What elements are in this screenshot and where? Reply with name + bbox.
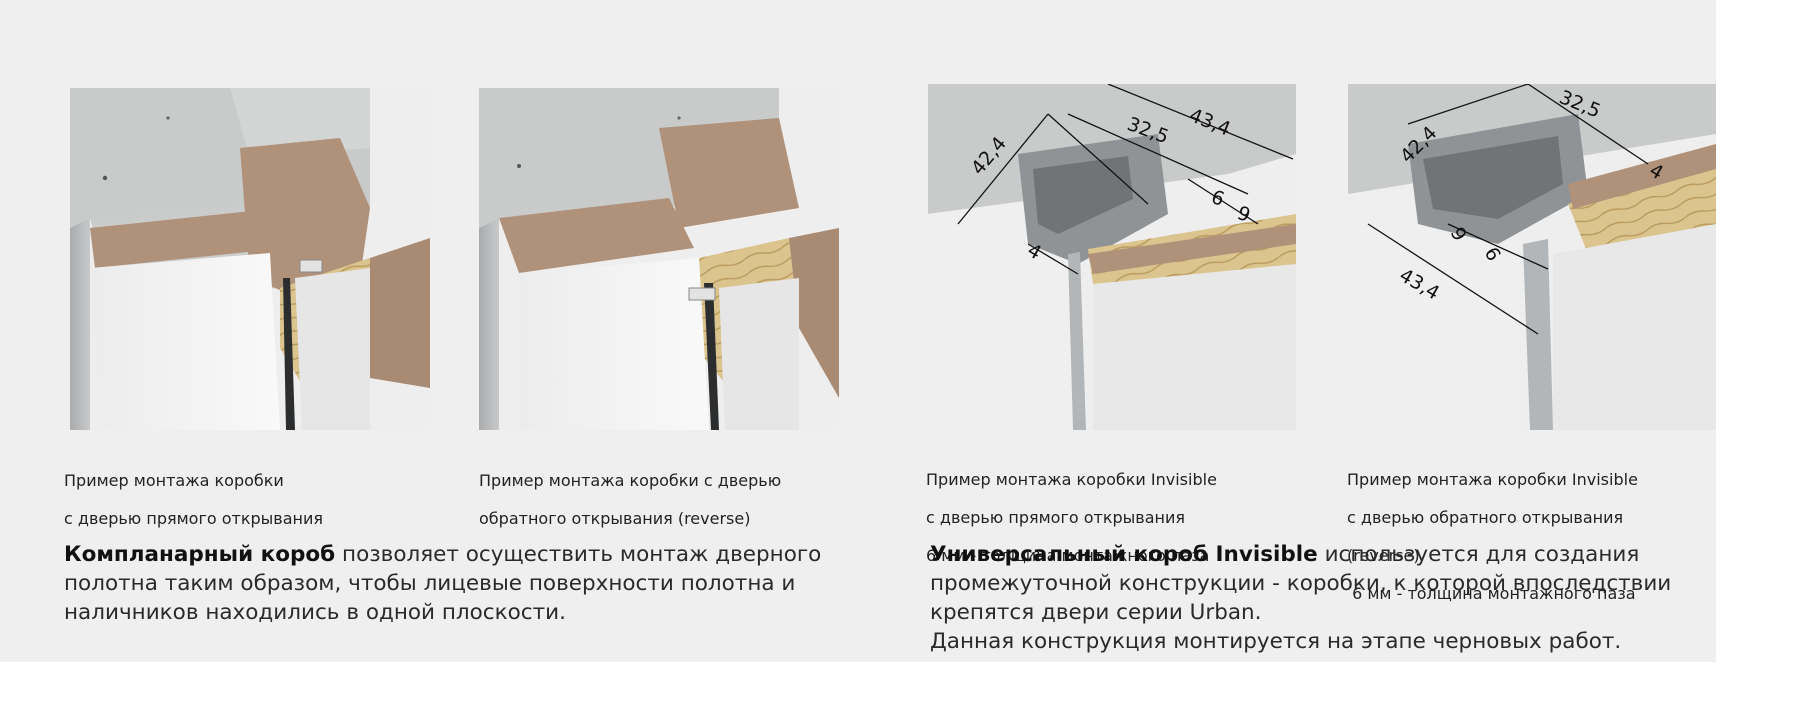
figure-coplanar-reverse-image [479, 88, 839, 430]
caption-line: обратного открывания (reverse) [479, 509, 751, 528]
figure-caption-coplanar-direct: Пример монтажа коробки с дверью прямого … [64, 452, 323, 547]
caption-line: с дверью обратного открывания [1347, 508, 1624, 527]
caption-line: Пример монтажа коробки Invisible [926, 470, 1217, 489]
caption-line: с дверью прямого открывания [64, 509, 324, 528]
caption-line: с дверью прямого открывания [926, 508, 1186, 527]
figure-invisible-direct-image: 43,4 32,5 42,4 6 9 4 [928, 84, 1296, 430]
description-text: позволяет осуществить монтаж дверного [335, 542, 822, 567]
description-coplanar: Компланарный короб позволяет осуществить… [64, 540, 821, 627]
figure-caption-coplanar-reverse: Пример монтажа коробки с дверью обратног… [479, 452, 781, 547]
description-title: Универсальный короб Invisible [930, 542, 1318, 567]
figure-caption-invisible-direct: Пример монтажа коробки Invisible с дверь… [926, 451, 1217, 584]
caption-line: 6 мм - толщина монтажного паза [926, 546, 1210, 565]
caption-line: (reverse) [1347, 546, 1420, 565]
figure-invisible-reverse-image: 32,5 42,4 4 9 6 43,4 [1348, 84, 1716, 430]
description-text: используется для создания [1317, 542, 1640, 567]
figure-caption-invisible-reverse: Пример монтажа коробки Invisible с дверь… [1347, 451, 1638, 622]
caption-line: Пример монтажа коробки с дверью [479, 471, 782, 490]
description-title: Компланарный короб [64, 542, 336, 567]
description-text: полотна таким образом, чтобы лицевые пов… [64, 571, 796, 596]
caption-line: Пример монтажа коробки [64, 471, 284, 490]
description-text: наличников находились в одной плоскости. [64, 600, 566, 625]
description-text: Данная конструкция монтируется на этапе … [930, 629, 1622, 654]
caption-line: Пример монтажа коробки Invisible [1347, 470, 1638, 489]
description-text: промежуточной конструкции - коробки, к к… [930, 571, 1672, 596]
description-invisible: Универсальный короб Invisible использует… [930, 540, 1671, 656]
description-text: крепятся двери серии Urban. [930, 600, 1262, 625]
caption-line: 6 мм - толщина монтажного паза [1347, 584, 1636, 603]
figure-coplanar-direct-image [70, 88, 430, 430]
